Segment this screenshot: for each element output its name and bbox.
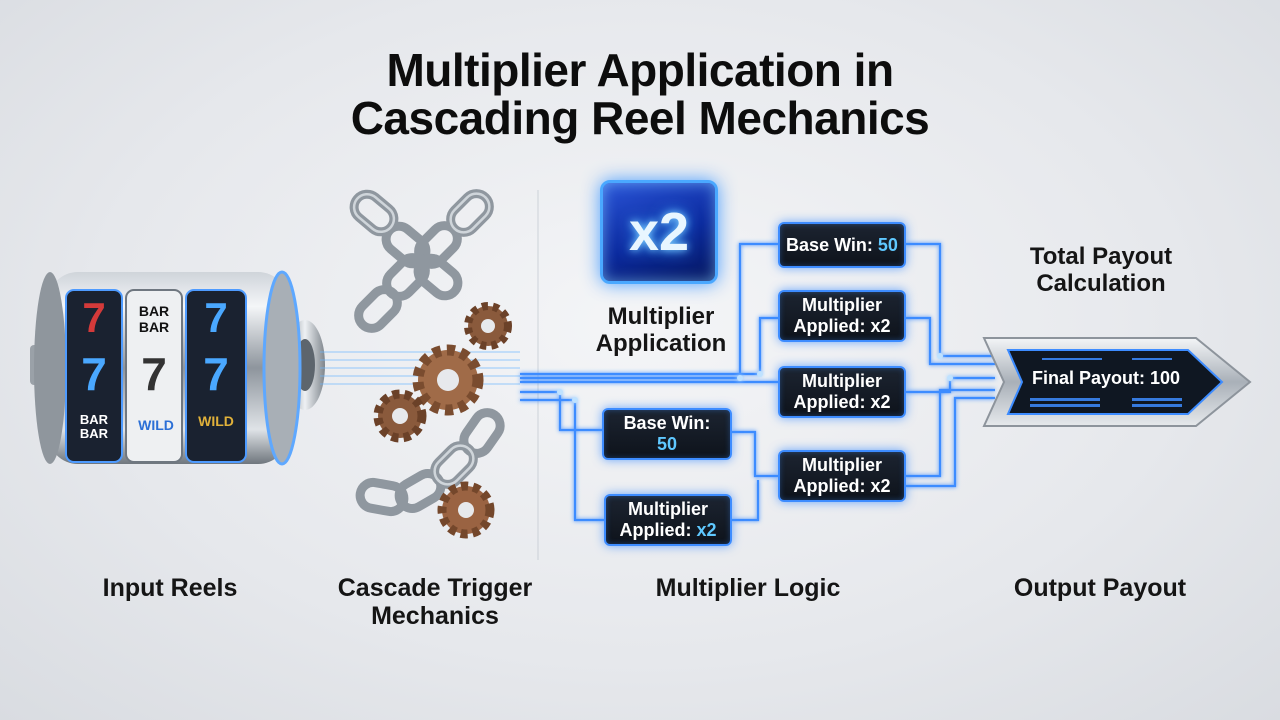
- multiplier-applied-box-2: Multiplier Applied: x2: [778, 366, 906, 418]
- final-payout-value: 100: [1149, 368, 1181, 388]
- reel-symbol-seven-blue: 7: [204, 294, 227, 341]
- multiplier-applied-value: x2: [696, 520, 717, 540]
- stage-label-cascade-trigger-line-2: Mechanics: [371, 602, 499, 630]
- base-win-box-top: Base Win: 50: [778, 222, 906, 268]
- circuit-wires: [520, 242, 995, 522]
- multiplier-applied-line-2: Applied: x2: [793, 316, 891, 336]
- multiplier-applied-line-1: Multiplier: [802, 371, 882, 391]
- multiplier-x2-badge: x2: [600, 180, 718, 284]
- reel-symbol-seven-red: 7: [82, 294, 105, 341]
- stage-label-output-payout: Output Payout: [1013, 574, 1187, 602]
- multiplier-applied-box-3: Multiplier Applied: x2: [778, 450, 906, 502]
- multiplier-applied-line-1: Multiplier: [628, 499, 708, 519]
- reel-symbol-seven-blue: 7: [203, 348, 229, 400]
- gears-icon: [373, 302, 512, 539]
- diagram-title-line-2: Cascading Reel Mechanics: [350, 92, 930, 144]
- multiplier-applied-label: Applied:: [619, 520, 697, 540]
- multiplier-badge-text: x2: [628, 202, 690, 262]
- multiplier-applied-box-left: Multiplier Applied: x2: [604, 494, 732, 546]
- stage-label-input-reels: Input Reels: [102, 574, 238, 602]
- total-payout-line-1: Total Payout: [1029, 243, 1173, 270]
- stage-label-cascade-trigger-line-1: Cascade Trigger: [337, 574, 533, 602]
- multiplier-application-line-1: Multiplier: [607, 303, 715, 330]
- multiplier-applied-line-1: Multiplier: [802, 295, 882, 315]
- base-win-value: 50: [656, 434, 678, 454]
- reel-symbol-wild-gold: WILD: [198, 413, 234, 429]
- reel-symbol-bar: BAR: [139, 303, 169, 319]
- reel-symbol-bar: BAR: [80, 426, 109, 441]
- stage-label-multiplier-logic: Multiplier Logic: [655, 574, 841, 602]
- base-win-value: 50: [877, 234, 898, 255]
- slot-reel-drum-icon: [30, 270, 325, 466]
- multiplier-application-line-2: Application: [595, 330, 727, 357]
- total-payout-line-2: Calculation: [1036, 270, 1166, 297]
- multiplier-applied-box-1: Multiplier Applied: x2: [778, 290, 906, 342]
- reel-symbol-bar: BAR: [80, 412, 109, 427]
- final-payout-arrow-icon: [982, 337, 1252, 427]
- base-win-label: Base Win:: [786, 234, 878, 255]
- reel-symbol-bar: BAR: [139, 319, 169, 335]
- reel-symbol-seven-silver: 7: [141, 348, 167, 400]
- chain-links-icon: [349, 189, 505, 517]
- diagram-title-line-1: Multiplier Application in: [386, 44, 894, 96]
- final-payout-label: Final Payout:: [1031, 368, 1150, 388]
- multiplier-applied-line-2: Applied: x2: [793, 476, 891, 496]
- multiplier-applied-line-1: Multiplier: [802, 455, 882, 475]
- reel-symbol-wild: WILD: [138, 417, 174, 433]
- reel-symbol-seven-blue: 7: [81, 348, 107, 400]
- multiplier-applied-line-2: Applied: x2: [793, 392, 891, 412]
- final-payout-text: Final Payout: 100: [1026, 366, 1186, 390]
- base-win-label: Base Win:: [623, 413, 711, 433]
- base-win-box-left: Base Win: 50: [602, 408, 732, 460]
